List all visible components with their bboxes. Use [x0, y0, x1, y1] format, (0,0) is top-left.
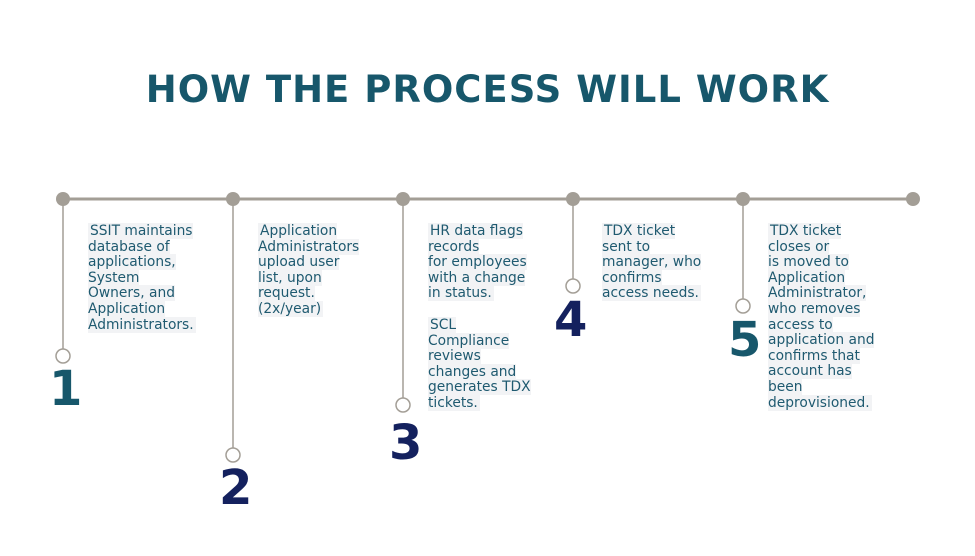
step-5-description: TDX ticket closes or is moved to Applica…: [768, 223, 875, 411]
node-dot-end: [906, 192, 920, 206]
step-4-paragraph-1: TDX ticket sent to manager, who confirms…: [602, 223, 702, 302]
step-1-number: 1: [49, 361, 83, 417]
step-4-number: 4: [554, 292, 588, 348]
step-2-end-circle: [225, 447, 241, 463]
step-3-paragraph-2: SCL Compliance reviews changes and gener…: [428, 316, 531, 411]
node-dot-1: [56, 192, 70, 206]
step-2-paragraph-1: Application Administrators upload user l…: [258, 223, 360, 317]
step-5-number: 5: [728, 312, 762, 368]
step-4-description: TDX ticket sent to manager, who confirms…: [602, 223, 702, 302]
node-dot-4: [566, 192, 580, 206]
step-4-end-circle: [565, 278, 581, 294]
step-5-end-circle: [735, 298, 751, 314]
step-2-description: Application Administrators upload user l…: [258, 223, 360, 318]
step-1-paragraph-1: SSIT maintains database of applications,…: [88, 223, 196, 333]
step-3-description: HR data flags records for employees with…: [428, 223, 531, 412]
step-3-paragraph-1: HR data flags records for employees with…: [428, 223, 527, 302]
step-1-end-circle: [55, 348, 71, 364]
node-dot-2: [226, 192, 240, 206]
step-5-paragraph-1: TDX ticket closes or is moved to Applica…: [768, 223, 875, 411]
step-3-end-circle: [395, 397, 411, 413]
step-1-description: SSIT maintains database of applications,…: [88, 223, 196, 333]
step-3-number: 3: [389, 415, 423, 471]
node-dot-3: [396, 192, 410, 206]
node-dot-5: [736, 192, 750, 206]
page-title: HOW THE PROCESS WILL WORK: [145, 68, 830, 111]
step-2-number: 2: [219, 460, 253, 516]
